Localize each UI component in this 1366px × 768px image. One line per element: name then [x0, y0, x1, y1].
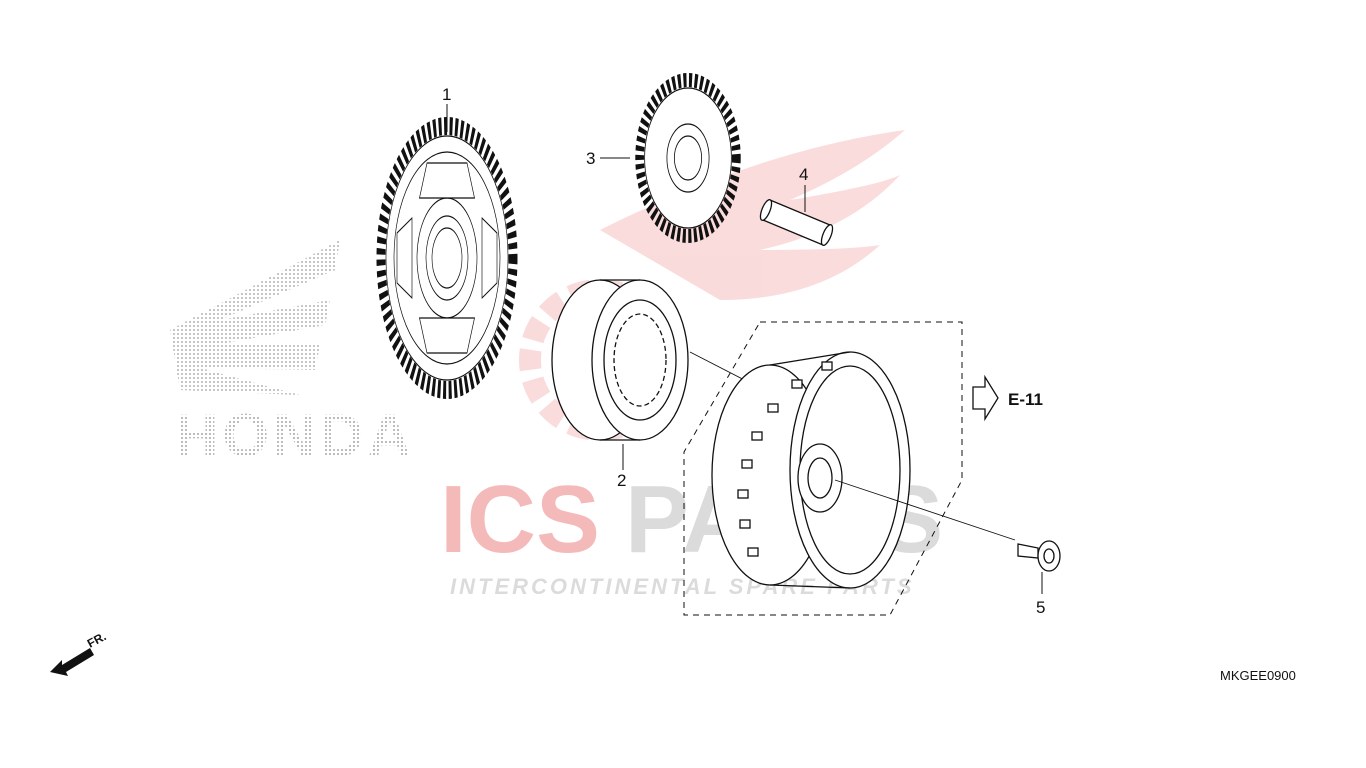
ics-watermark-text: ICS	[440, 466, 600, 573]
cross-reference: E-11	[972, 374, 1043, 422]
cross-reference-label: E-11	[1008, 390, 1043, 409]
flywheel-rotor	[711, 351, 1016, 589]
callout-4: 4	[799, 165, 808, 184]
callout-1: 1	[442, 85, 451, 104]
callout-2: 2	[617, 471, 626, 490]
front-label: FR.	[85, 629, 109, 650]
assembly-boundary	[683, 321, 963, 616]
drawing-code: MKGEE0900	[1220, 668, 1296, 683]
part-4-shaft	[759, 185, 834, 246]
part-5-bolt	[1017, 540, 1061, 594]
part-2-one-way-clutch	[551, 279, 761, 470]
front-arrow-icon	[50, 648, 94, 676]
callout-3: 3	[586, 149, 595, 168]
front-direction-marker: FR.	[50, 629, 108, 676]
cross-reference-arrow-icon	[972, 374, 999, 422]
honda-wing-watermark: HONDA	[170, 240, 415, 469]
callout-5: 5	[1036, 598, 1045, 617]
part-1-starter-driven-gear	[376, 104, 518, 399]
part-3-idle-gear	[600, 73, 741, 243]
honda-watermark-text: HONDA	[175, 402, 415, 469]
